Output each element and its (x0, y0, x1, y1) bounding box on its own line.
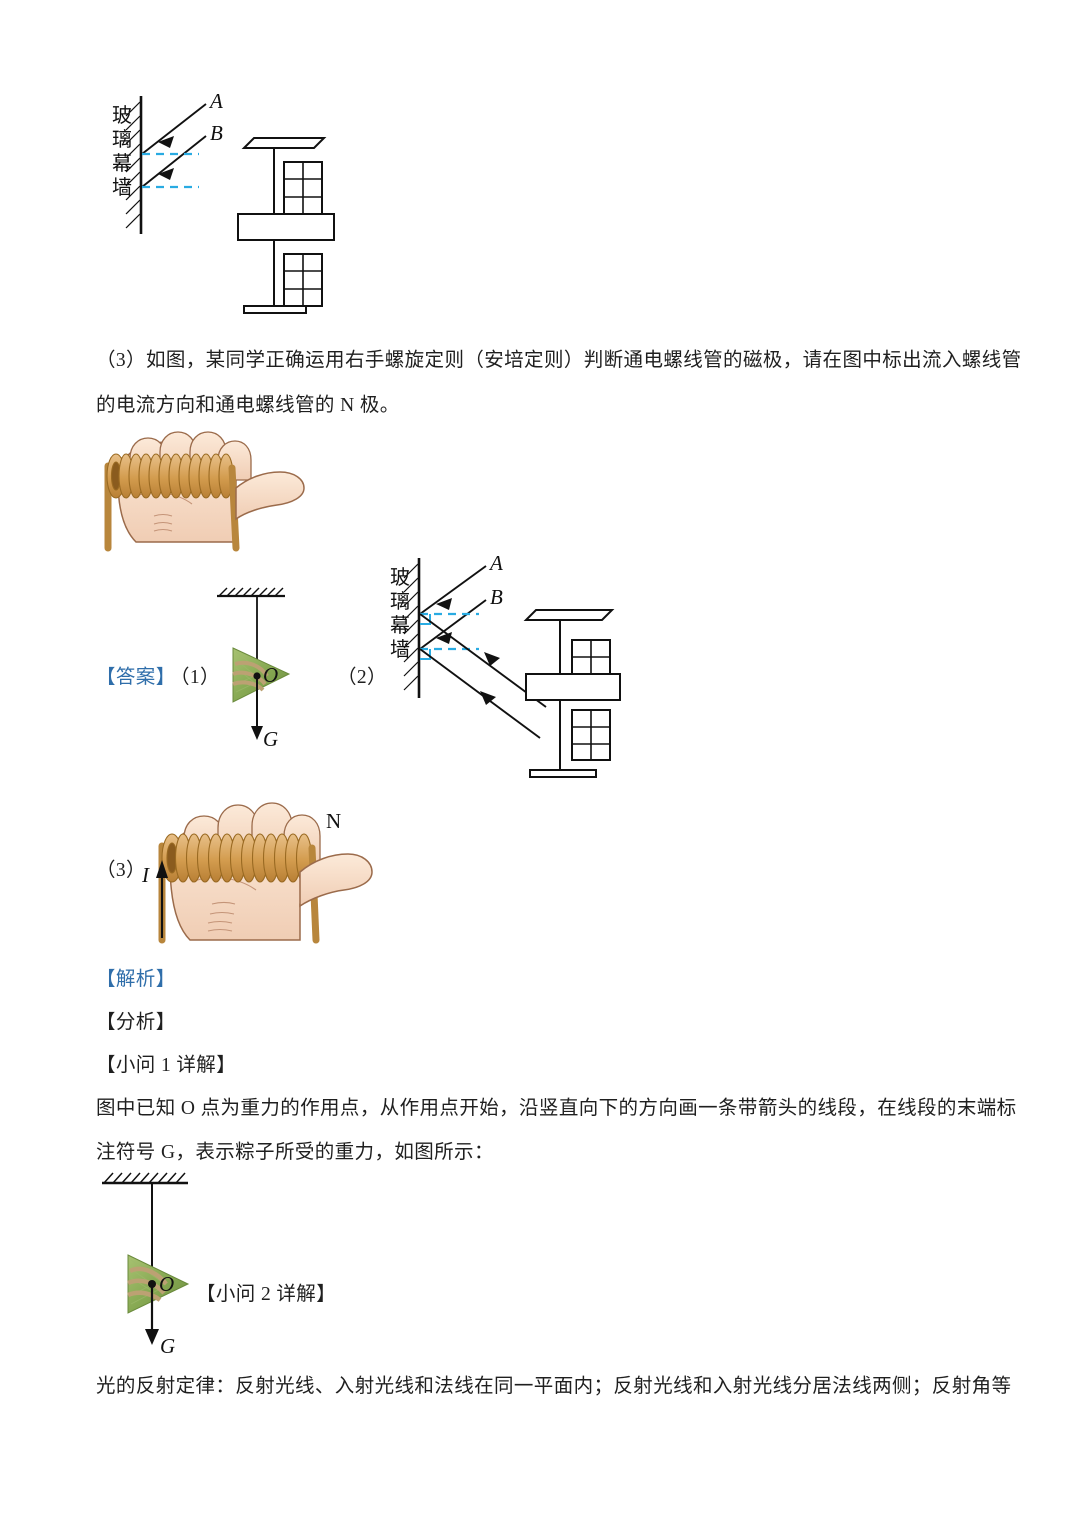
answer-item-2-label: （2） (337, 667, 387, 688)
figure-zongzi-answer: O G (205, 580, 335, 755)
question-line-2: 的电流方向和通电螺线管的 N 极。 (96, 395, 400, 416)
zongzi-rope (232, 660, 269, 692)
ray-label-b: B (490, 585, 503, 609)
zongzi-point-label: O (263, 663, 278, 687)
point-o-marker (148, 1280, 156, 1288)
ray-b-arrowhead (436, 632, 452, 644)
reflected-a-arrowhead (484, 652, 500, 666)
building-base (529, 769, 597, 778)
current-label: I (141, 863, 150, 887)
building-graphic (237, 137, 335, 314)
sub-question-2-label: 【小问 2 详解】 (196, 1284, 337, 1305)
building-roof (523, 609, 615, 621)
ray-label-a: A (208, 89, 223, 113)
wall-caption-char: 幕 (390, 614, 410, 637)
reflected-b-arrowhead (480, 691, 496, 705)
building-graphic (523, 609, 621, 778)
wall-caption-char: 璃 (390, 590, 410, 613)
ceiling-hatching (103, 1172, 186, 1184)
hand-thumb (235, 471, 305, 521)
solenoid-coil (158, 833, 320, 944)
building-slab (237, 213, 335, 241)
zongzi-rope (127, 1266, 168, 1302)
right-angle-mark-a (420, 614, 431, 625)
wall-caption-char: 玻 (112, 104, 132, 127)
ceiling-hatching (218, 587, 284, 597)
gravity-arrowhead (251, 726, 263, 740)
incident-ray-b (419, 599, 487, 650)
wall-caption-char: 幕 (112, 152, 132, 175)
figure-hand-question (96, 418, 346, 553)
zongzi-body (127, 1254, 190, 1314)
wall-hatching (125, 101, 141, 229)
ray-a-arrowhead (436, 598, 452, 610)
ray-label-a: A (488, 551, 503, 575)
wall-caption-char: 璃 (112, 128, 132, 151)
building-roof (241, 137, 327, 149)
answer-item-3-label: （3） (96, 860, 146, 881)
answer-item-1-label: （1） (170, 667, 220, 688)
solenoid-coil (104, 453, 240, 552)
ray-a-arrowhead (158, 136, 174, 148)
explanation-paragraph-2: 光的反射定律：反射光线、入射光线和法线在同一平面内；反射光线和入射光线分居法线两… (96, 1376, 1012, 1397)
incident-ray-b (141, 135, 207, 188)
ray-b-arrowhead (158, 168, 174, 180)
figure-hand-answer: I N (140, 790, 390, 950)
question-line-1: （3）如图，某同学正确运用右手螺旋定则（安培定则）判断通电螺线管的磁极，请在图中… (96, 350, 1022, 371)
north-pole-label: N (326, 809, 341, 833)
explanation-paragraph-1-line-2: 注符号 G，表示粽子所受的重力，如图所示： (96, 1142, 494, 1163)
wall-caption-char: 墙 (112, 176, 132, 199)
wall-caption-char: 玻 (390, 566, 410, 589)
incident-ray-a (419, 565, 487, 615)
jiexi-label: 【解析】 (96, 969, 176, 990)
wall-hatching (403, 563, 419, 691)
sub-question-1-label: 【小问 1 详解】 (96, 1055, 237, 1076)
right-angle-mark-b (420, 649, 431, 660)
figure-zongzi-explain: O G (96, 1165, 286, 1365)
zongzi-force-label: G (160, 1334, 175, 1358)
figure-glass-wall-answer: 玻 璃 幕 墙 A B (374, 551, 694, 792)
reflected-ray-b (419, 648, 541, 739)
point-o-marker (253, 672, 261, 680)
wall-caption-char: 墙 (390, 638, 410, 661)
zongzi-force-label: G (263, 727, 278, 751)
figure-glass-wall-question: 玻 璃 幕 墙 A B (96, 86, 416, 326)
incident-ray-a (141, 103, 207, 155)
zongzi-point-label: O (159, 1272, 174, 1296)
answer-label: 【答案】 (96, 667, 176, 688)
explanation-paragraph-1-line-1: 图中已知 O 点为重力的作用点，从作用点开始，沿竖直向下的方向画一条带箭头的线段… (96, 1098, 1017, 1119)
hand-thumb (299, 853, 373, 908)
building-base (243, 305, 307, 314)
current-arrowhead (156, 860, 168, 878)
gravity-arrowhead (145, 1329, 159, 1345)
building-slab (525, 673, 621, 701)
ray-label-b: B (210, 121, 223, 145)
fenxi-label: 【分析】 (96, 1012, 176, 1033)
